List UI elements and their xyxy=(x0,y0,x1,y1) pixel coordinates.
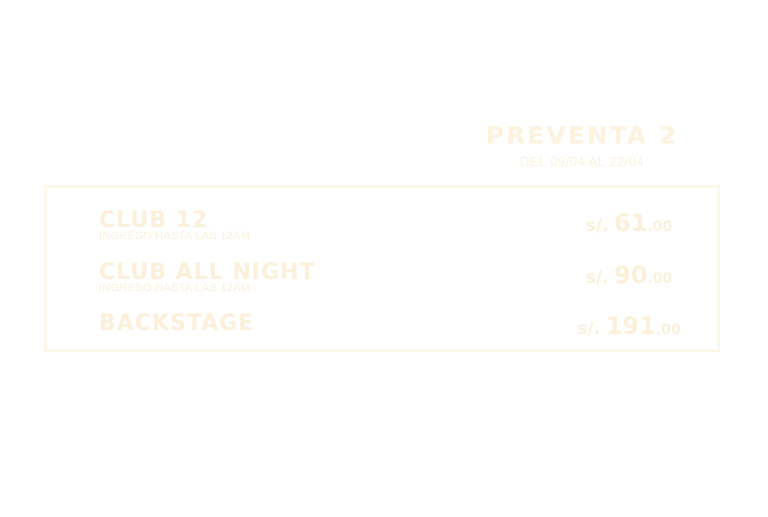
phase-dates: DEL 09/04 AL 22/04 xyxy=(519,154,645,169)
price-cents: .00 xyxy=(647,219,673,235)
price-cents: .00 xyxy=(655,322,681,338)
price-currency: s/. xyxy=(585,268,609,288)
price-cents: .00 xyxy=(647,271,673,287)
tier-note: INGRESO HASTA LAS 12AM xyxy=(99,230,251,242)
tier-note: INGRESO HASTA LAS 12AM xyxy=(99,282,251,294)
price-currency: s/. xyxy=(585,216,609,236)
price-amount: 61 xyxy=(614,209,648,237)
phase-header: PREVENTA 2 DEL 09/04 AL 22/04 xyxy=(452,120,712,169)
tier-price: s/. 61.00 xyxy=(529,209,729,237)
tier-row-backstage: BACKSTAGE s/. 191.00 xyxy=(99,311,699,341)
price-currency: s/. xyxy=(577,319,601,339)
tier-row-club-12: CLUB 12 INGRESO HASTA LAS 12AM s/. 61.00 xyxy=(99,209,699,242)
price-table: CLUB 12 INGRESO HASTA LAS 12AM s/. 61.00… xyxy=(44,185,720,352)
tier-row-club-all-night: CLUB ALL NIGHT INGRESO HASTA LAS 12AM s/… xyxy=(99,261,699,294)
price-amount: 191 xyxy=(605,312,656,340)
tier-name: BACKSTAGE xyxy=(99,311,255,336)
tier-price: s/. 90.00 xyxy=(529,261,729,289)
tier-price: s/. 191.00 xyxy=(529,312,729,340)
phase-title: PREVENTA 2 xyxy=(485,122,679,149)
price-amount: 90 xyxy=(614,261,648,289)
tier-name: CLUB ALL NIGHT xyxy=(99,260,316,285)
tier-name: CLUB 12 xyxy=(99,208,209,233)
